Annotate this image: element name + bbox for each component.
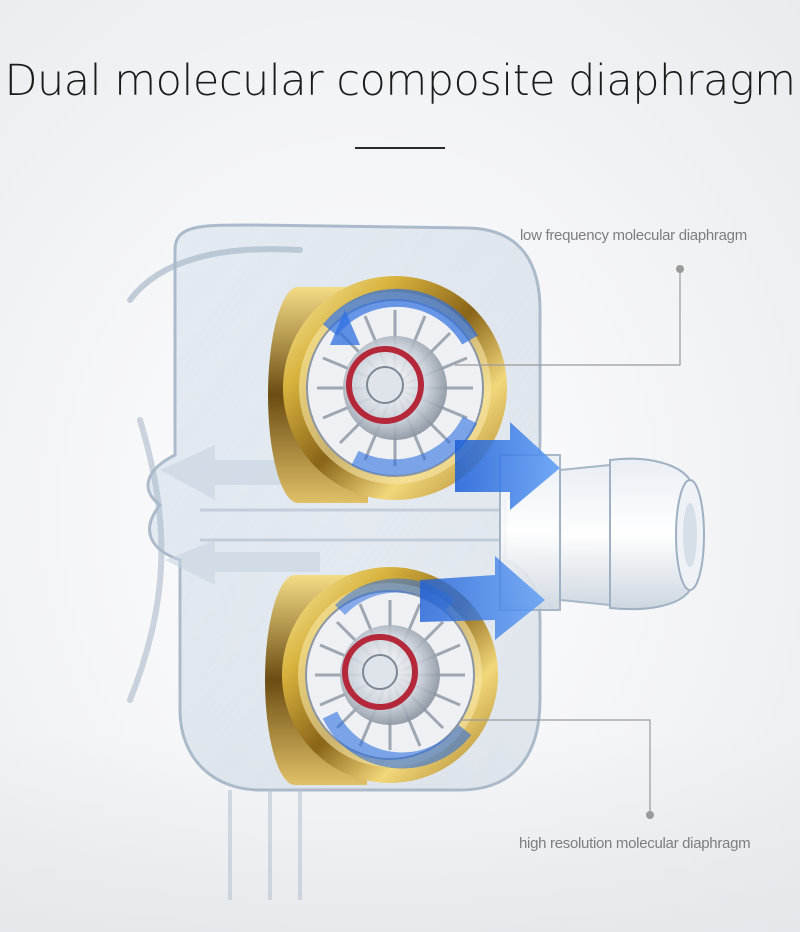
airflow-arrow-lower (420, 556, 545, 640)
callout-dot-low (676, 265, 684, 273)
callout-line-high (460, 719, 651, 812)
callout-label-high: high resolution molecular diaphragm (519, 835, 751, 852)
low-frequency-driver-icon (268, 276, 507, 503)
airflow-arrow-icon (160, 445, 320, 585)
callout-line-low (455, 272, 681, 366)
callout-label-low: low frequency molecular diaphragm (520, 227, 747, 244)
headline-underline (355, 147, 445, 149)
callout-dot-high (646, 811, 654, 819)
headline: Dual molecular composite diaphragm (4, 56, 796, 106)
sound-nozzle-icon (499, 454, 705, 611)
airflow-arrow-upper (455, 422, 560, 510)
